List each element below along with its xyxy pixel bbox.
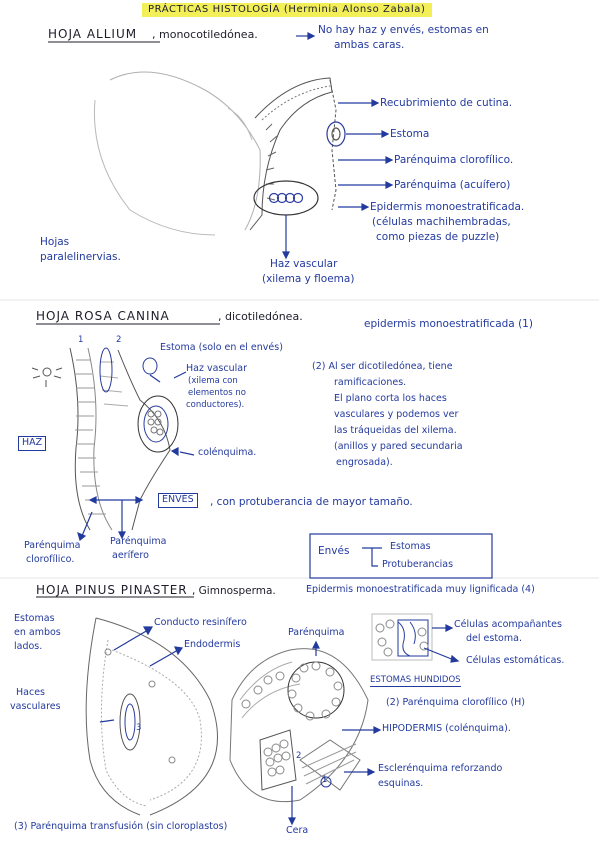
pinus-conducto: Conducto resinífero	[154, 617, 247, 628]
pinus-celulas-estomaticas: Células estomáticas.	[466, 655, 565, 666]
pinus-subtitle: , Gimnosperma.	[192, 585, 276, 597]
allium-estoma: Estoma	[390, 128, 430, 140]
rosa-header: HOJA ROSA CANINA	[36, 309, 170, 323]
rosa-note2-line2: ramificaciones.	[334, 377, 407, 388]
allium-parenquima-acuifero: Parénquima (acuífero)	[394, 179, 511, 191]
rosa-enves-box: ENVÉS	[158, 493, 198, 508]
rosa-enves-note: , con protuberancia de mayor tamaño.	[210, 496, 413, 508]
rosa-num-1: 1	[78, 335, 84, 345]
rosa-estoma: Estoma (solo en el envés)	[160, 342, 283, 353]
pinus-haces-line1: Haces	[16, 687, 45, 698]
pinus-celulas-acomp-line1: Células acompañantes	[454, 619, 562, 630]
allium-epidermis-line2: (células machihembradas,	[372, 216, 511, 228]
allium-header: HOJA ALLIUM	[48, 27, 138, 41]
header-underlines	[0, 41, 599, 598]
rosa-haz-vascular-line3: elementos no	[188, 388, 246, 398]
pinus-estomas-line3: lados.	[14, 641, 43, 652]
pinus-parenquima-transfusion: (3) Parénquima transfusión (sin cloropla…	[14, 821, 228, 832]
rosa-note2-line7: engrosada).	[336, 457, 393, 468]
rosa-haz-vascular-line1: Haz vascular	[186, 363, 247, 374]
rosa-num-2: 2	[116, 335, 122, 345]
rosa-summary-enves: Envés	[318, 545, 350, 557]
pinus-hipodermis: HIPODERMIS (colénquima).	[382, 723, 511, 734]
pinus-endodermis: Endodermis	[184, 639, 241, 650]
pinus-esclerenquima-line1: Esclerénquima reforzando	[378, 763, 503, 774]
pinus-num-1: 1	[322, 775, 328, 785]
pinus-arrows	[99, 624, 460, 826]
allium-vascular-bundle	[253, 121, 346, 216]
page-title: PRÁCTICAS HISTOLOGÍA (Herminia Alonso Za…	[142, 3, 432, 17]
pinus-parenquima: Parénquima	[288, 627, 345, 638]
allium-arrows	[282, 32, 394, 260]
allium-recubrimiento: Recubrimiento de cutina.	[380, 97, 513, 109]
pinus-estomas-hundidos: ESTOMAS HUNDIDOS	[370, 675, 461, 687]
pinus-cera: Cera	[286, 825, 309, 836]
rosa-haz-box: HAZ	[18, 436, 47, 451]
rosa-parenquima-cloro-line1: Parénquima	[24, 540, 81, 551]
pinus-esclerenquima-line2: esquinas.	[378, 778, 424, 789]
rosa-note2-line5: las tráqueidas del xilema.	[334, 425, 457, 436]
rosa-note2-line3: El plano corta los haces	[334, 393, 447, 404]
rosa-arrows	[77, 371, 493, 579]
rosa-epidermis-note: epidermis monoestratificada (1)	[364, 318, 533, 330]
allium-epidermis-line3: como piezas de puzzle)	[376, 231, 500, 243]
rosa-parenquima-aer-line1: Parénquima	[110, 536, 167, 547]
pinus-haces-line2: vasculares	[10, 701, 61, 712]
rosa-colenquima: colénquima.	[198, 447, 257, 458]
rosa-note2-line1: (2) Al ser dicotiledónea, tiene	[312, 361, 453, 372]
rosa-parenquima-cloro-line2: clorofílico.	[26, 554, 75, 565]
allium-note-line1: No hay haz y envés, estomas en	[318, 24, 489, 36]
rosa-summary-estomas: Estomas	[390, 541, 431, 552]
rosa-haz-vascular-line4: conductores).	[186, 400, 245, 410]
pinus-header: HOJA PINUS PINASTER	[36, 583, 188, 597]
allium-hojas-line1: Hojas	[40, 236, 70, 248]
allium-note-line2: ambas caras.	[334, 39, 405, 51]
allium-leaf-sketch	[93, 71, 337, 236]
rosa-subtitle: , dicotiledónea.	[218, 310, 303, 323]
rosa-note2-line4: vasculares y podemos ver	[334, 409, 459, 420]
rosa-haz-vascular-line2: (xilema con	[188, 376, 238, 386]
pinus-num-3: 3	[136, 723, 142, 733]
allium-epidermis-line1: Epidermis monoestratificada.	[370, 201, 525, 213]
rosa-parenquima-aer-line2: aerífero	[112, 550, 149, 561]
pinus-num-2: 2	[296, 751, 302, 761]
pinus-estomas-line2: en ambos	[14, 627, 61, 638]
allium-haz-line2: (xilema y floema)	[262, 273, 355, 285]
allium-hojas-line2: paralelinervias.	[40, 251, 121, 263]
pinus-estomas-line1: Estomas	[14, 613, 55, 624]
pinus-epidermis-note: Epidermis monoestratificada muy lignific…	[306, 584, 535, 595]
allium-parenquima-clorofilico: Parénquima clorofílico.	[394, 154, 514, 166]
rosa-summary-protuberancias: Protuberancias	[382, 559, 454, 570]
pinus-parenquima-cloro: (2) Parénquima clorofílico (H)	[386, 697, 526, 708]
allium-subtitle: , monocotiledónea.	[152, 28, 258, 41]
rosa-leaf-sketch	[31, 347, 179, 531]
rosa-note2-line6: (anillos y pared secundaria	[334, 441, 463, 452]
allium-haz-line1: Haz vascular	[270, 258, 338, 270]
pinus-celulas-acomp-line2: del estoma.	[466, 633, 522, 644]
pinus-leaf-sketch	[85, 613, 433, 816]
